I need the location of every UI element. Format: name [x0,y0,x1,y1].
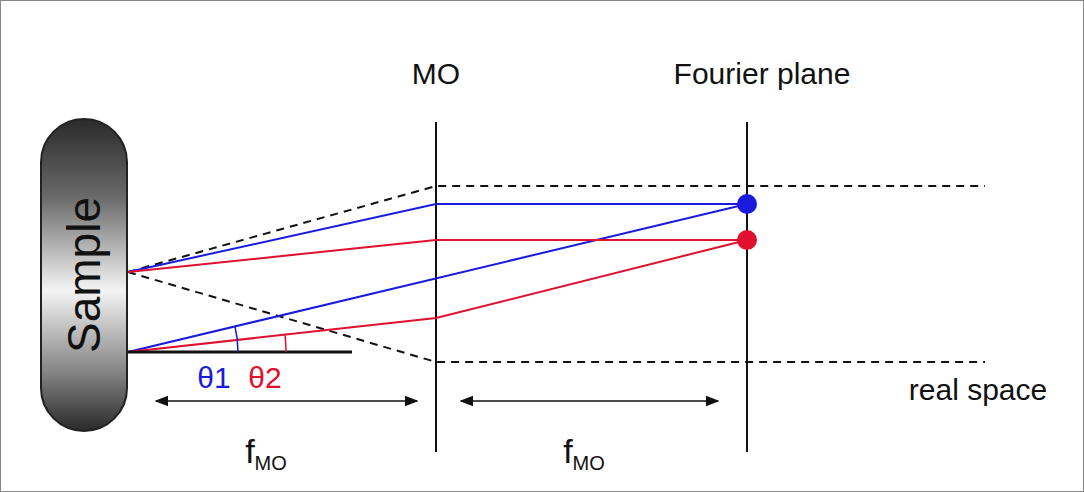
focal-length-label: fMO [245,434,287,473]
angle-label: θ2 [248,363,281,393]
sample-label: Sample [61,197,107,353]
plane-label: Fourier plane [674,59,851,89]
angle-label: θ1 [197,363,230,393]
region-label: real space [909,375,1047,405]
sample-holder: Sample [40,118,128,432]
lens-label: MO [412,59,460,89]
focal-length-label: fMO [563,434,605,473]
